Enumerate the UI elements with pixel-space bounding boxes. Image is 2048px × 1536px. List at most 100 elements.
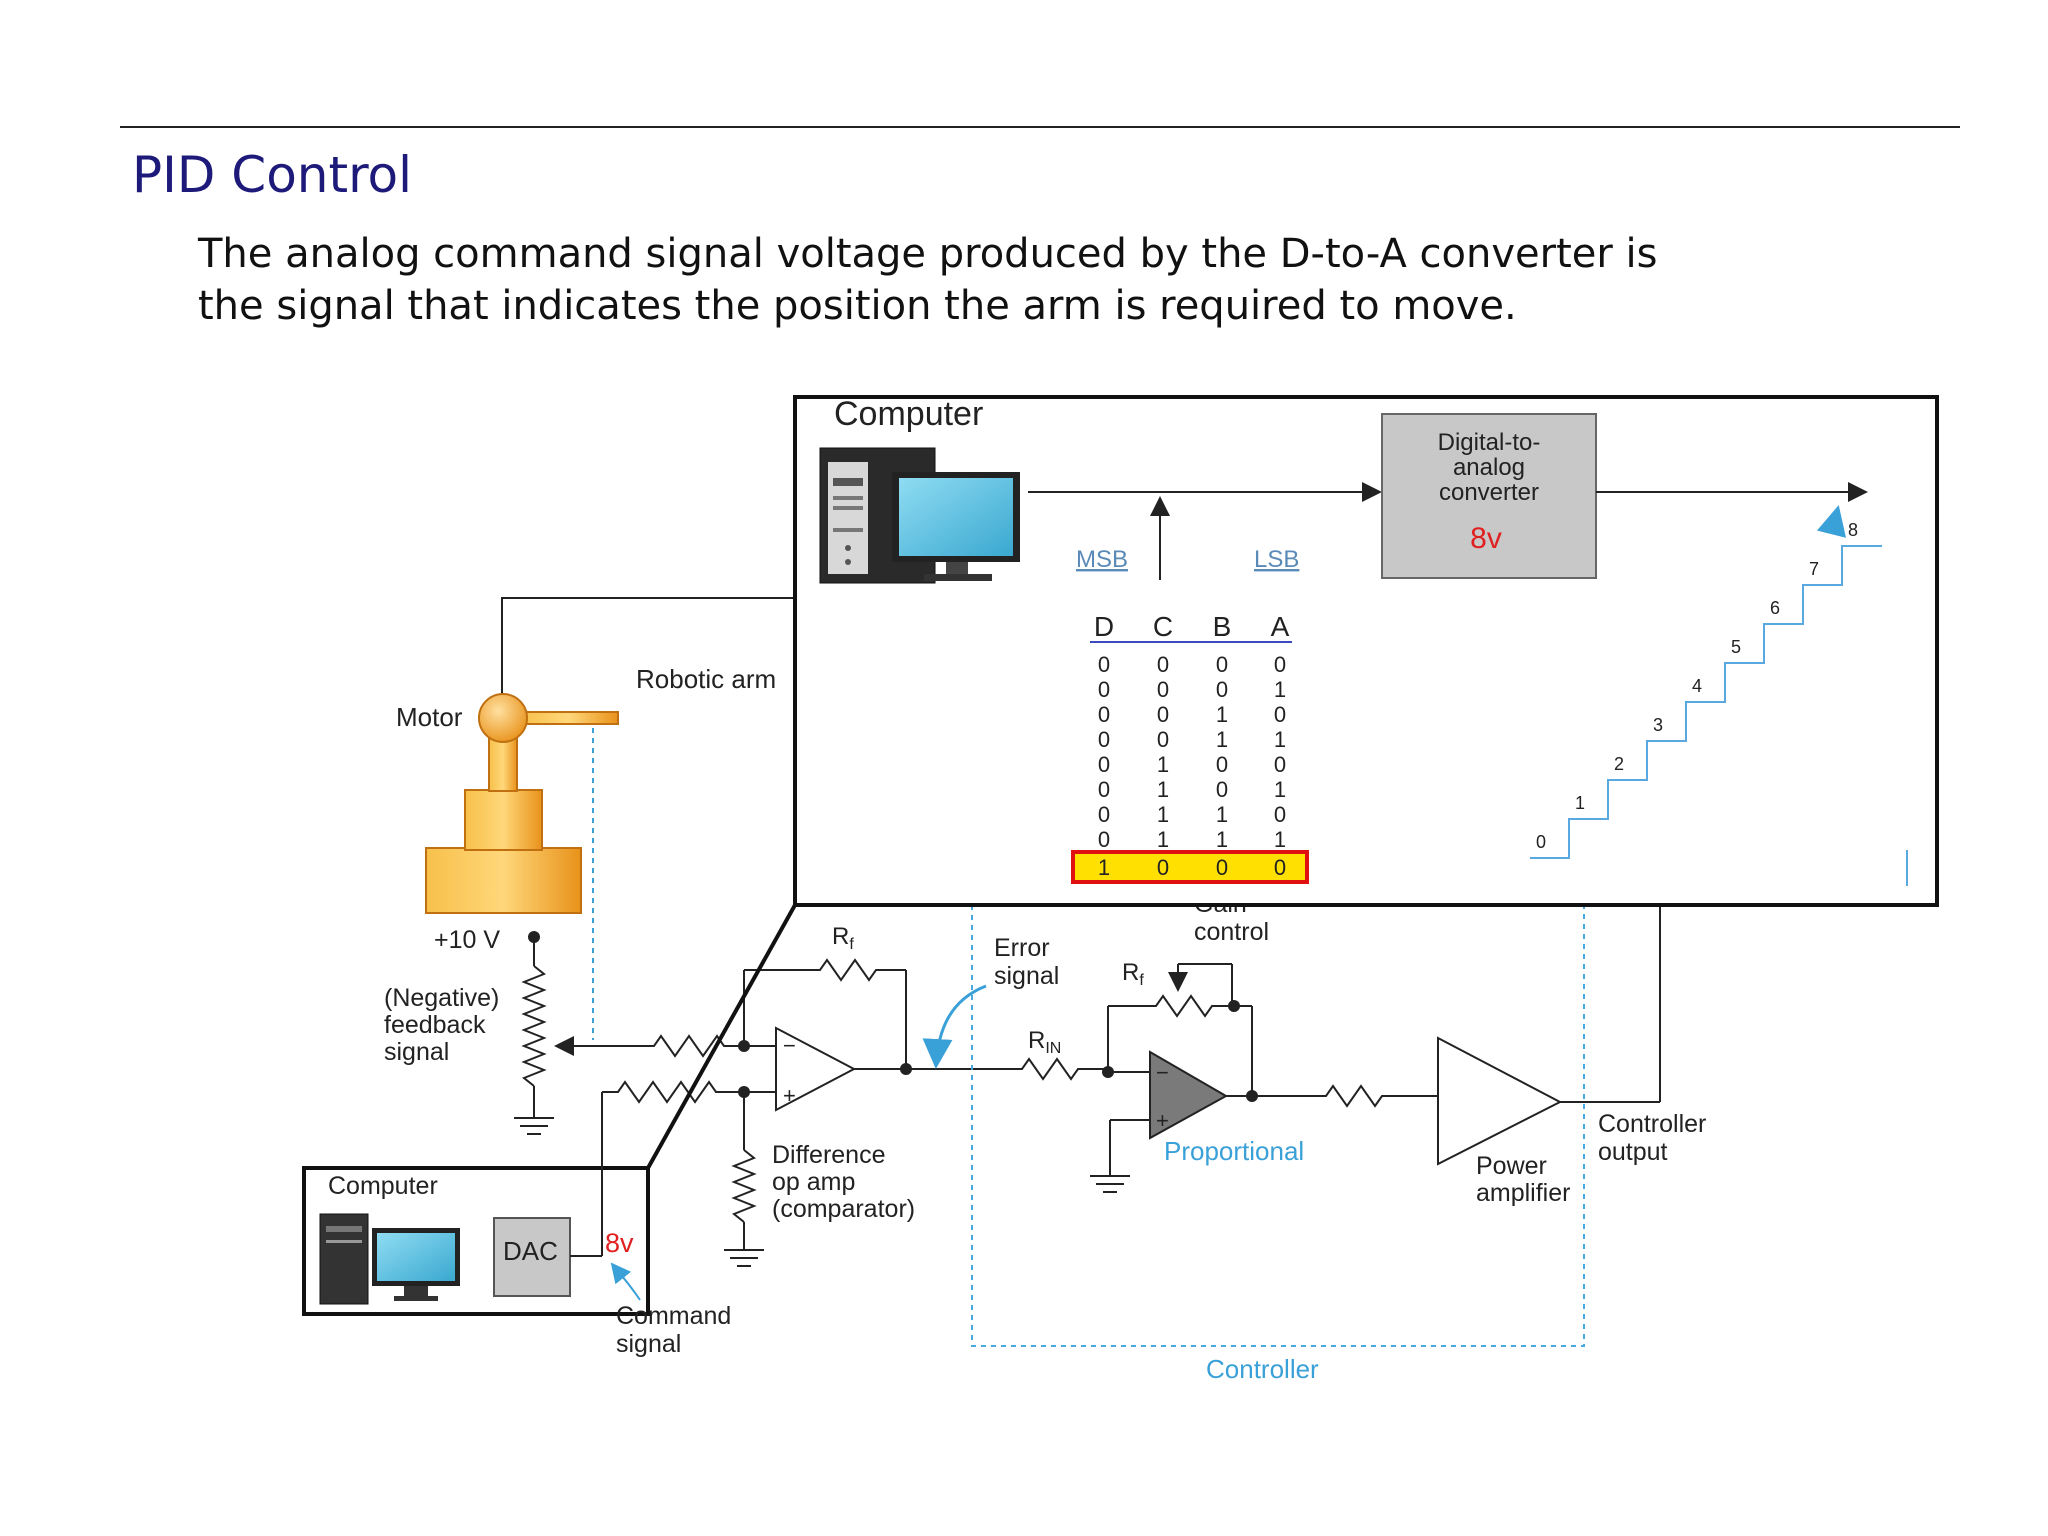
dac-output-label: 8v — [1470, 522, 1502, 555]
table-cell-b: 0 — [1216, 752, 1228, 777]
rf-label-2: Rf — [1122, 959, 1144, 989]
motor-icon — [478, 693, 528, 743]
table-cell-a: 1 — [1274, 677, 1286, 702]
minus-sign-1: − — [783, 1033, 796, 1058]
table-cell-b: 0 — [1216, 652, 1228, 677]
command-line-1: Command — [616, 1302, 731, 1330]
plus-sign-2: + — [1156, 1108, 1169, 1133]
feedback-line-3: signal — [384, 1038, 449, 1066]
dac-panel-block — [1381, 413, 1597, 579]
supply-label: +10 V — [434, 926, 500, 954]
table-cell-d: 0 — [1098, 777, 1110, 802]
table-cell-c: 0 — [1157, 652, 1169, 677]
controller-box — [971, 905, 1585, 1347]
table-header-b: B — [1213, 611, 1232, 642]
diff-amp-line-3: (comparator) — [772, 1195, 915, 1223]
diff-amp-line-2: op amp — [772, 1168, 855, 1196]
proportional-label: Proportional — [1164, 1136, 1304, 1166]
highlight-cell-a: 0 — [1274, 855, 1286, 880]
table-header-a: A — [1271, 611, 1290, 642]
table-cell-b: 0 — [1216, 677, 1228, 702]
arm-base — [425, 847, 582, 914]
dac-block — [493, 1217, 571, 1297]
staircase-step-label: 2 — [1614, 754, 1624, 774]
table-cell-a: 1 — [1274, 727, 1286, 752]
staircase-step-label: 5 — [1731, 637, 1741, 657]
table-cell-b: 1 — [1216, 827, 1228, 852]
robot-arm — [425, 597, 795, 1040]
table-cell-a: 1 — [1274, 827, 1286, 852]
table-cell-c: 0 — [1157, 727, 1169, 752]
body-text: The analog command signal voltage produc… — [198, 228, 1918, 332]
table-cell-d: 0 — [1098, 702, 1110, 727]
controller-output-line-2: output — [1598, 1138, 1668, 1166]
staircase-step-label: 0 — [1536, 832, 1546, 852]
staircase-step-label: 3 — [1653, 715, 1663, 735]
table-header-d: D — [1094, 611, 1114, 642]
arm-link — [519, 711, 619, 725]
table-cell-a: 1 — [1274, 777, 1286, 802]
table-cell-a: 0 — [1274, 702, 1286, 727]
motor-label: Motor — [396, 702, 463, 732]
command-voltage: 8v — [605, 1228, 634, 1258]
gain-line-2: control — [1194, 918, 1269, 946]
staircase-step-label: 4 — [1692, 676, 1702, 696]
table-cell-b: 0 — [1216, 777, 1228, 802]
minus-sign-2: − — [1156, 1060, 1169, 1085]
table-cell-b: 1 — [1216, 727, 1228, 752]
error-line-1: Error — [994, 934, 1050, 962]
table-cell-b: 1 — [1216, 702, 1228, 727]
table-cell-a: 0 — [1274, 752, 1286, 777]
staircase-step-label: 1 — [1575, 793, 1585, 813]
computer-icon — [819, 447, 1020, 584]
small-computer-box — [302, 1092, 650, 1316]
body-line-2: the signal that indicates the position t… — [198, 283, 1517, 329]
table-cell-d: 0 — [1098, 727, 1110, 752]
table-cell-d: 0 — [1098, 652, 1110, 677]
proportional-amp: − + — [1016, 963, 1438, 1193]
lsb-label: LSB — [1254, 546, 1299, 573]
robotic-arm-label: Robotic arm — [636, 664, 776, 694]
body-line-1: The analog command signal voltage produc… — [198, 231, 1658, 277]
table-cell-c: 1 — [1157, 752, 1169, 777]
page-title: PID Control — [132, 146, 413, 204]
table-cell-d: 0 — [1098, 802, 1110, 827]
highlight-cell-c: 0 — [1157, 855, 1169, 880]
header-rule — [120, 126, 1960, 128]
highlight-cell-d: 1 — [1098, 855, 1110, 880]
power-amp-line-2: amplifier — [1476, 1179, 1570, 1207]
highlight-cell-b: 0 — [1216, 855, 1228, 880]
diff-amp-line-1: Difference — [772, 1141, 886, 1169]
table-cell-d: 0 — [1098, 827, 1110, 852]
highlight-row — [1071, 850, 1309, 884]
dac-line-1: Digital-to- — [1438, 429, 1541, 456]
feedback-line-1: (Negative) — [384, 984, 499, 1012]
table-cell-b: 1 — [1216, 802, 1228, 827]
rin-label: RIN — [1028, 1027, 1061, 1057]
feedback-potentiometer — [514, 931, 648, 1135]
dac-line-2: analog — [1453, 454, 1525, 481]
difference-amp: − + — [601, 958, 1016, 1267]
table-cell-a: 0 — [1274, 652, 1286, 677]
table-cell-d: 0 — [1098, 752, 1110, 777]
table-cell-c: 1 — [1157, 802, 1169, 827]
power-amp — [1437, 905, 1661, 1166]
msb-label: MSB — [1076, 546, 1128, 573]
dac-line-3: converter — [1439, 479, 1539, 506]
error-line-2: signal — [994, 962, 1059, 990]
dac-short-label: DAC — [503, 1236, 558, 1266]
panel-computer-label: Computer — [834, 395, 983, 433]
command-line-2: signal — [616, 1330, 681, 1358]
error-arrow — [922, 984, 987, 1069]
staircase-step-label: 7 — [1809, 559, 1819, 579]
table-cell-c: 1 — [1157, 777, 1169, 802]
table-cell-c: 1 — [1157, 827, 1169, 852]
plus-sign-1: + — [783, 1083, 796, 1108]
controller-label: Controller — [1206, 1354, 1319, 1384]
controller-output-line-1: Controller — [1598, 1110, 1706, 1138]
table-cell-d: 0 — [1098, 677, 1110, 702]
